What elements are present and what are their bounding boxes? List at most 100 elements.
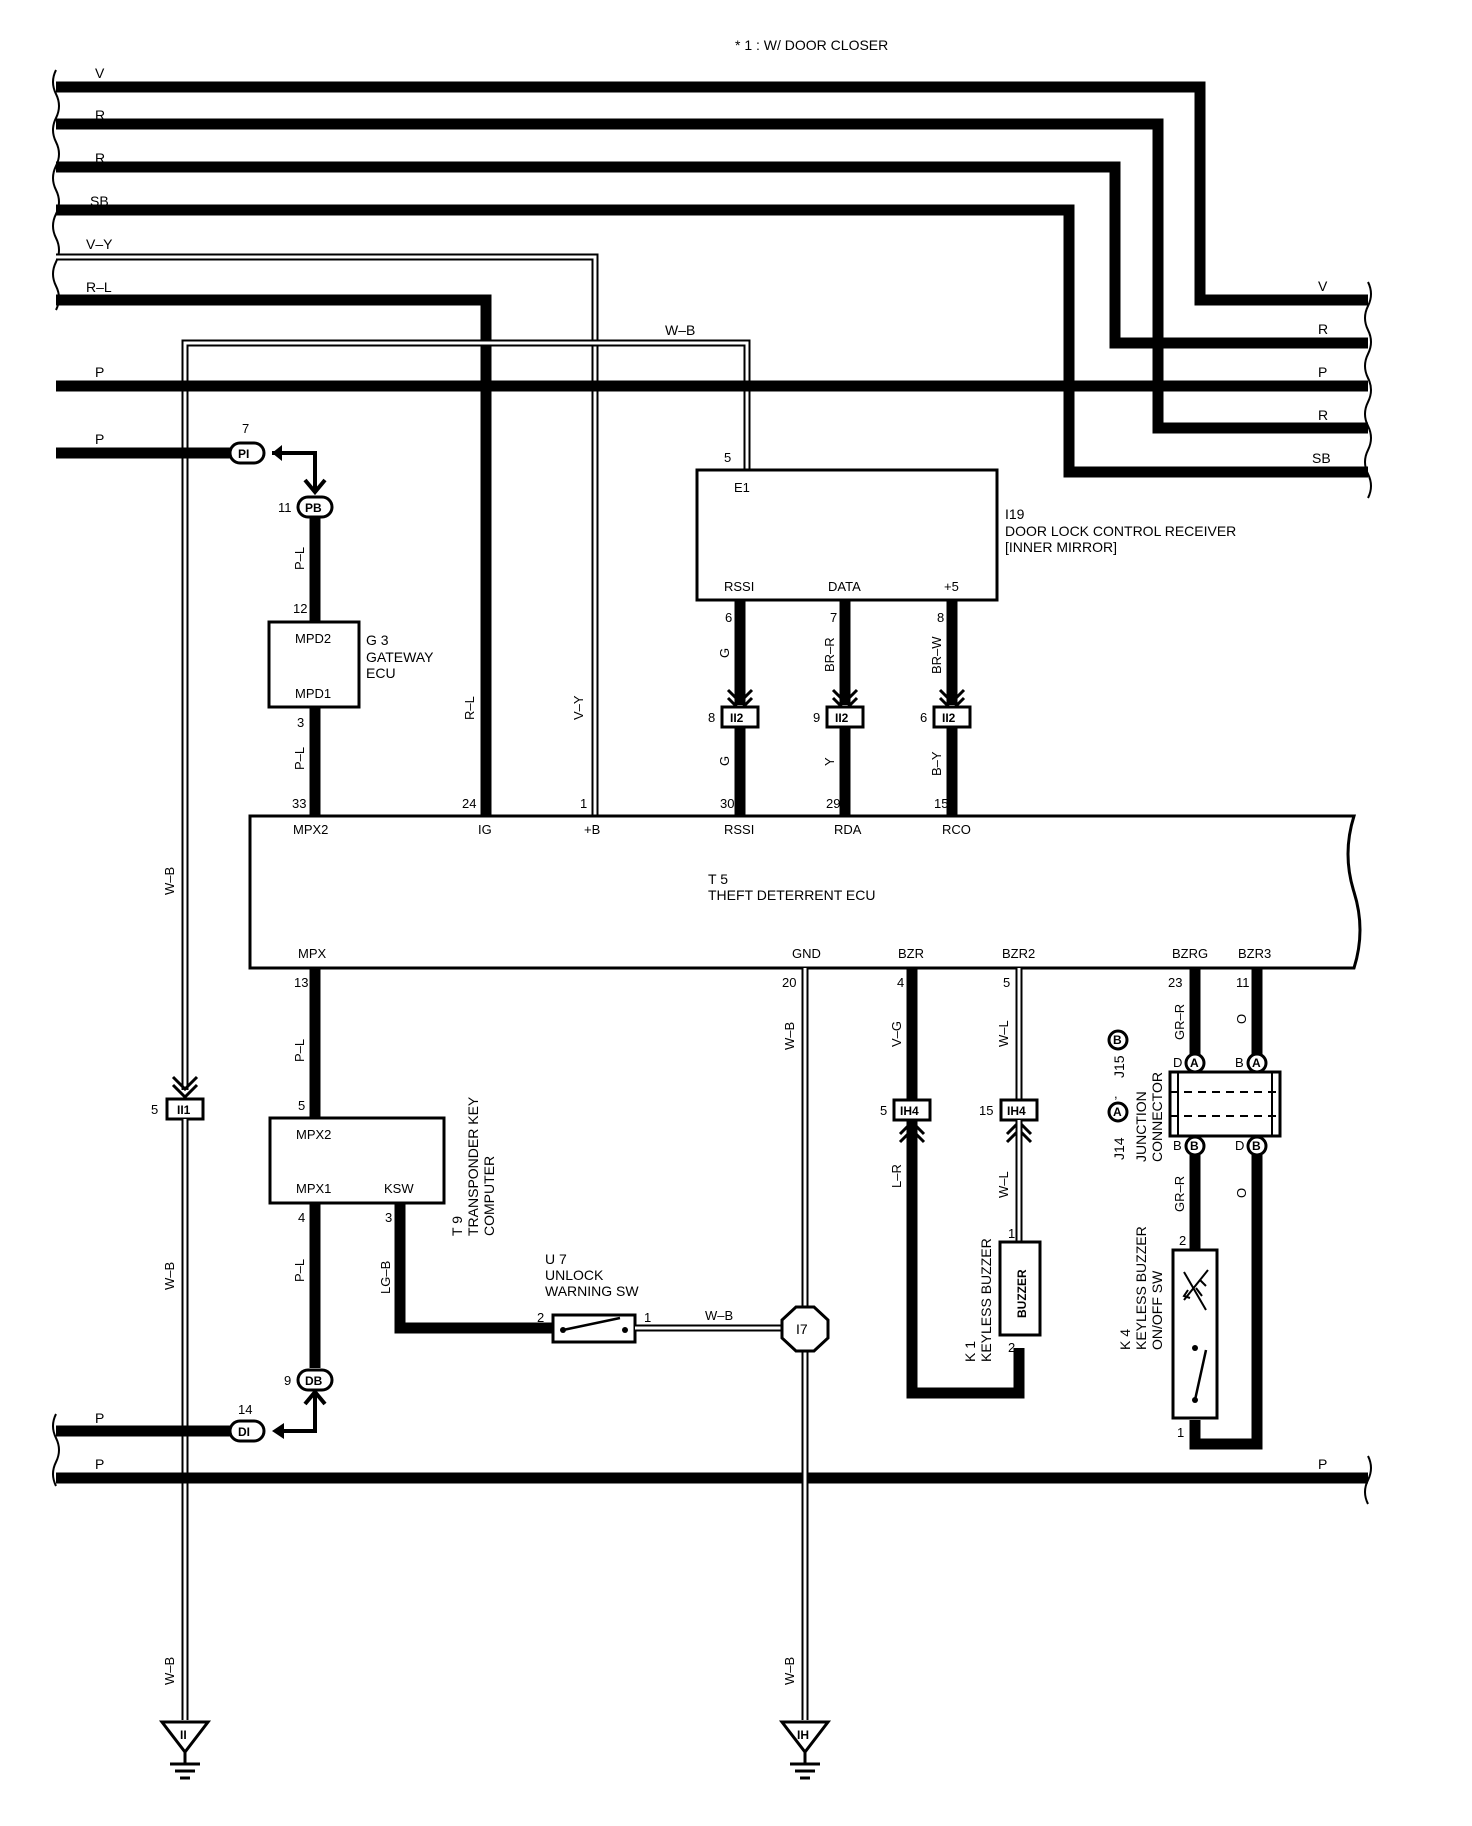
label-right-r1: R — [1318, 321, 1328, 337]
transponder-term-mpx1: MPX1 — [296, 1181, 331, 1196]
label-right-p: P — [1318, 364, 1327, 380]
label-o-top: O — [1234, 1014, 1249, 1024]
label-wl-bot: W–L — [996, 1171, 1011, 1198]
connector-db-label: DB — [305, 1374, 323, 1388]
ii2-a-wire2: G — [717, 756, 732, 766]
connector-pb: PB 11 — [278, 495, 334, 519]
gateway-term-mpd2: MPD2 — [295, 631, 331, 646]
connector-ih4-b: IH4 15 — [979, 1098, 1039, 1122]
connector-ii1: II1 5 — [151, 1097, 205, 1121]
connector-ih4-a: IH4 5 — [880, 1098, 932, 1122]
ecu-term-bzr2: BZR2 — [1002, 946, 1035, 961]
label-right-v: V — [1318, 278, 1328, 294]
receiver-data-wire: BR–R — [822, 637, 837, 672]
ecu-pin-13: 13 — [294, 975, 308, 990]
ecu-term-bzr: BZR — [898, 946, 924, 961]
receiver-term-rssi: RSSI — [724, 579, 754, 594]
label-o-bot: O — [1234, 1188, 1249, 1198]
gateway-name1: GATEWAY — [366, 649, 434, 665]
transponder-pin-mpx1: 4 — [298, 1210, 305, 1225]
ground-ii: II — [158, 1720, 212, 1780]
label-wl-top: W–L — [996, 1020, 1011, 1047]
label-pl-db: P–L — [292, 1259, 307, 1282]
ii2-b-label: II2 — [835, 711, 849, 725]
harness-break-left — [52, 69, 60, 311]
ecu-term-rssi: RSSI — [724, 822, 754, 837]
ground-ih: IH — [778, 1720, 832, 1780]
ecu-term-rco: RCO — [942, 822, 971, 837]
ground-ih-label: IH — [797, 1728, 809, 1742]
wire-pi-pb — [272, 451, 317, 490]
connector-db: DB 9 — [284, 1368, 334, 1392]
label-p-bottom-left: P — [95, 1456, 104, 1472]
buzzer-pin-bot: 2 — [1008, 1340, 1015, 1355]
connector-pi-pin: 7 — [242, 421, 249, 436]
label-left-r2: R — [95, 150, 105, 166]
ii2-a-label: II2 — [730, 711, 744, 725]
ecu-pin-11: 11 — [1236, 975, 1250, 990]
label-left-sb: SB — [90, 193, 109, 209]
ii1-label: II1 — [177, 1103, 191, 1117]
jc-a-top-right: A — [1252, 1056, 1261, 1070]
ih4-b-pin: 15 — [979, 1103, 993, 1118]
connector-di: DI 14 — [228, 1402, 266, 1443]
label-wb-top: W–B — [665, 322, 695, 338]
wire-wb-top-inner — [183, 341, 749, 1090]
transponder-name1: TRANSPONDER KEY — [465, 1096, 481, 1236]
label-left-r1: R — [95, 107, 105, 123]
transponder-term-mpx2: MPX2 — [296, 1127, 331, 1142]
wire-o-bot — [1189, 1155, 1263, 1450]
buzzer-box-label: BUZZER — [1015, 1269, 1029, 1318]
receiver-wire-plus5: 8 BR–W II2 6 B–Y — [920, 600, 972, 816]
buzzer-sw-name2: ON/OFF SW — [1149, 1270, 1165, 1350]
connector-di-label: DI — [238, 1425, 250, 1439]
buzzer-pin-top: 1 — [1008, 1226, 1015, 1241]
ii2-c-pin: 6 — [920, 710, 927, 725]
ecu-pin-24: 24 — [462, 796, 476, 811]
keyless-buzzer-switch: 2 1 K 4 KEYLESS BUZZER ON/OFF SW — [1117, 1226, 1219, 1440]
arrow-db — [303, 1388, 327, 1406]
label-left-rl: R–L — [86, 279, 112, 295]
jc-b-bot-left: B — [1190, 1139, 1199, 1153]
jc-name2: CONNECTOR — [1149, 1072, 1165, 1162]
label-pl-top: P–L — [292, 547, 307, 570]
label-grr-bot: GR–R — [1172, 1176, 1187, 1212]
transponder-code: T 9 — [449, 1216, 465, 1236]
door-lock-receiver: E1 5 RSSI DATA +5 I19 DOOR LOCK CONTROL … — [695, 450, 1236, 602]
ecu-pin-33: 33 — [292, 796, 306, 811]
harness-break-right-bottom — [1364, 1455, 1372, 1505]
ecu-pin-15: 15 — [934, 796, 948, 811]
ecu-term-plusb: +B — [584, 822, 600, 837]
ecu-term-bzrg: BZRG — [1172, 946, 1208, 961]
receiver-plus5-pin: 8 — [937, 610, 944, 625]
ecu-pin-20: 20 — [782, 975, 796, 990]
label-wb-sw: W–B — [705, 1308, 733, 1323]
label-grr-top: GR–R — [1172, 1004, 1187, 1040]
transponder-pin-ksw: 3 — [385, 1210, 392, 1225]
label-p-di: P — [95, 1410, 104, 1426]
wire-db-di — [275, 1392, 317, 1433]
connector-di-pin: 14 — [238, 1402, 252, 1417]
label-wb-gnd: W–B — [782, 1022, 797, 1050]
junction-connector: A A B B D B B D JUNCTION CONNECTOR J15 B… — [1107, 1029, 1282, 1162]
jc-j14-letter: A — [1113, 1105, 1122, 1119]
unlock-pin-l: 2 — [537, 1310, 544, 1325]
wire-v — [56, 81, 1368, 306]
ii2-c-wire2: B–Y — [929, 751, 944, 776]
receiver-data-pin: 7 — [830, 610, 837, 625]
wire-r2 — [56, 161, 1368, 349]
jc-comma: , — [1114, 1086, 1118, 1101]
ecu-pin-4: 4 — [897, 975, 904, 990]
receiver-term-plus5: +5 — [944, 579, 959, 594]
receiver-term-data: DATA — [828, 579, 861, 594]
gateway-pin-bot: 3 — [297, 715, 304, 730]
wire-lgb — [394, 1203, 553, 1334]
receiver-rssi-pin: 6 — [725, 610, 732, 625]
theft-deterrent-ecu: 33 MPX2 24 IG 1 +B 30 RSSI 29 RDA 15 RCO… — [248, 796, 1362, 990]
transponder-term-ksw: KSW — [384, 1181, 414, 1196]
label-wb-left-bottom: W–B — [162, 1657, 177, 1685]
receiver-wire-rssi: 6 G II2 8 G — [708, 600, 760, 816]
harness-break-left-bottom — [52, 1413, 60, 1487]
receiver-plus5-wire: BR–W — [929, 636, 944, 674]
